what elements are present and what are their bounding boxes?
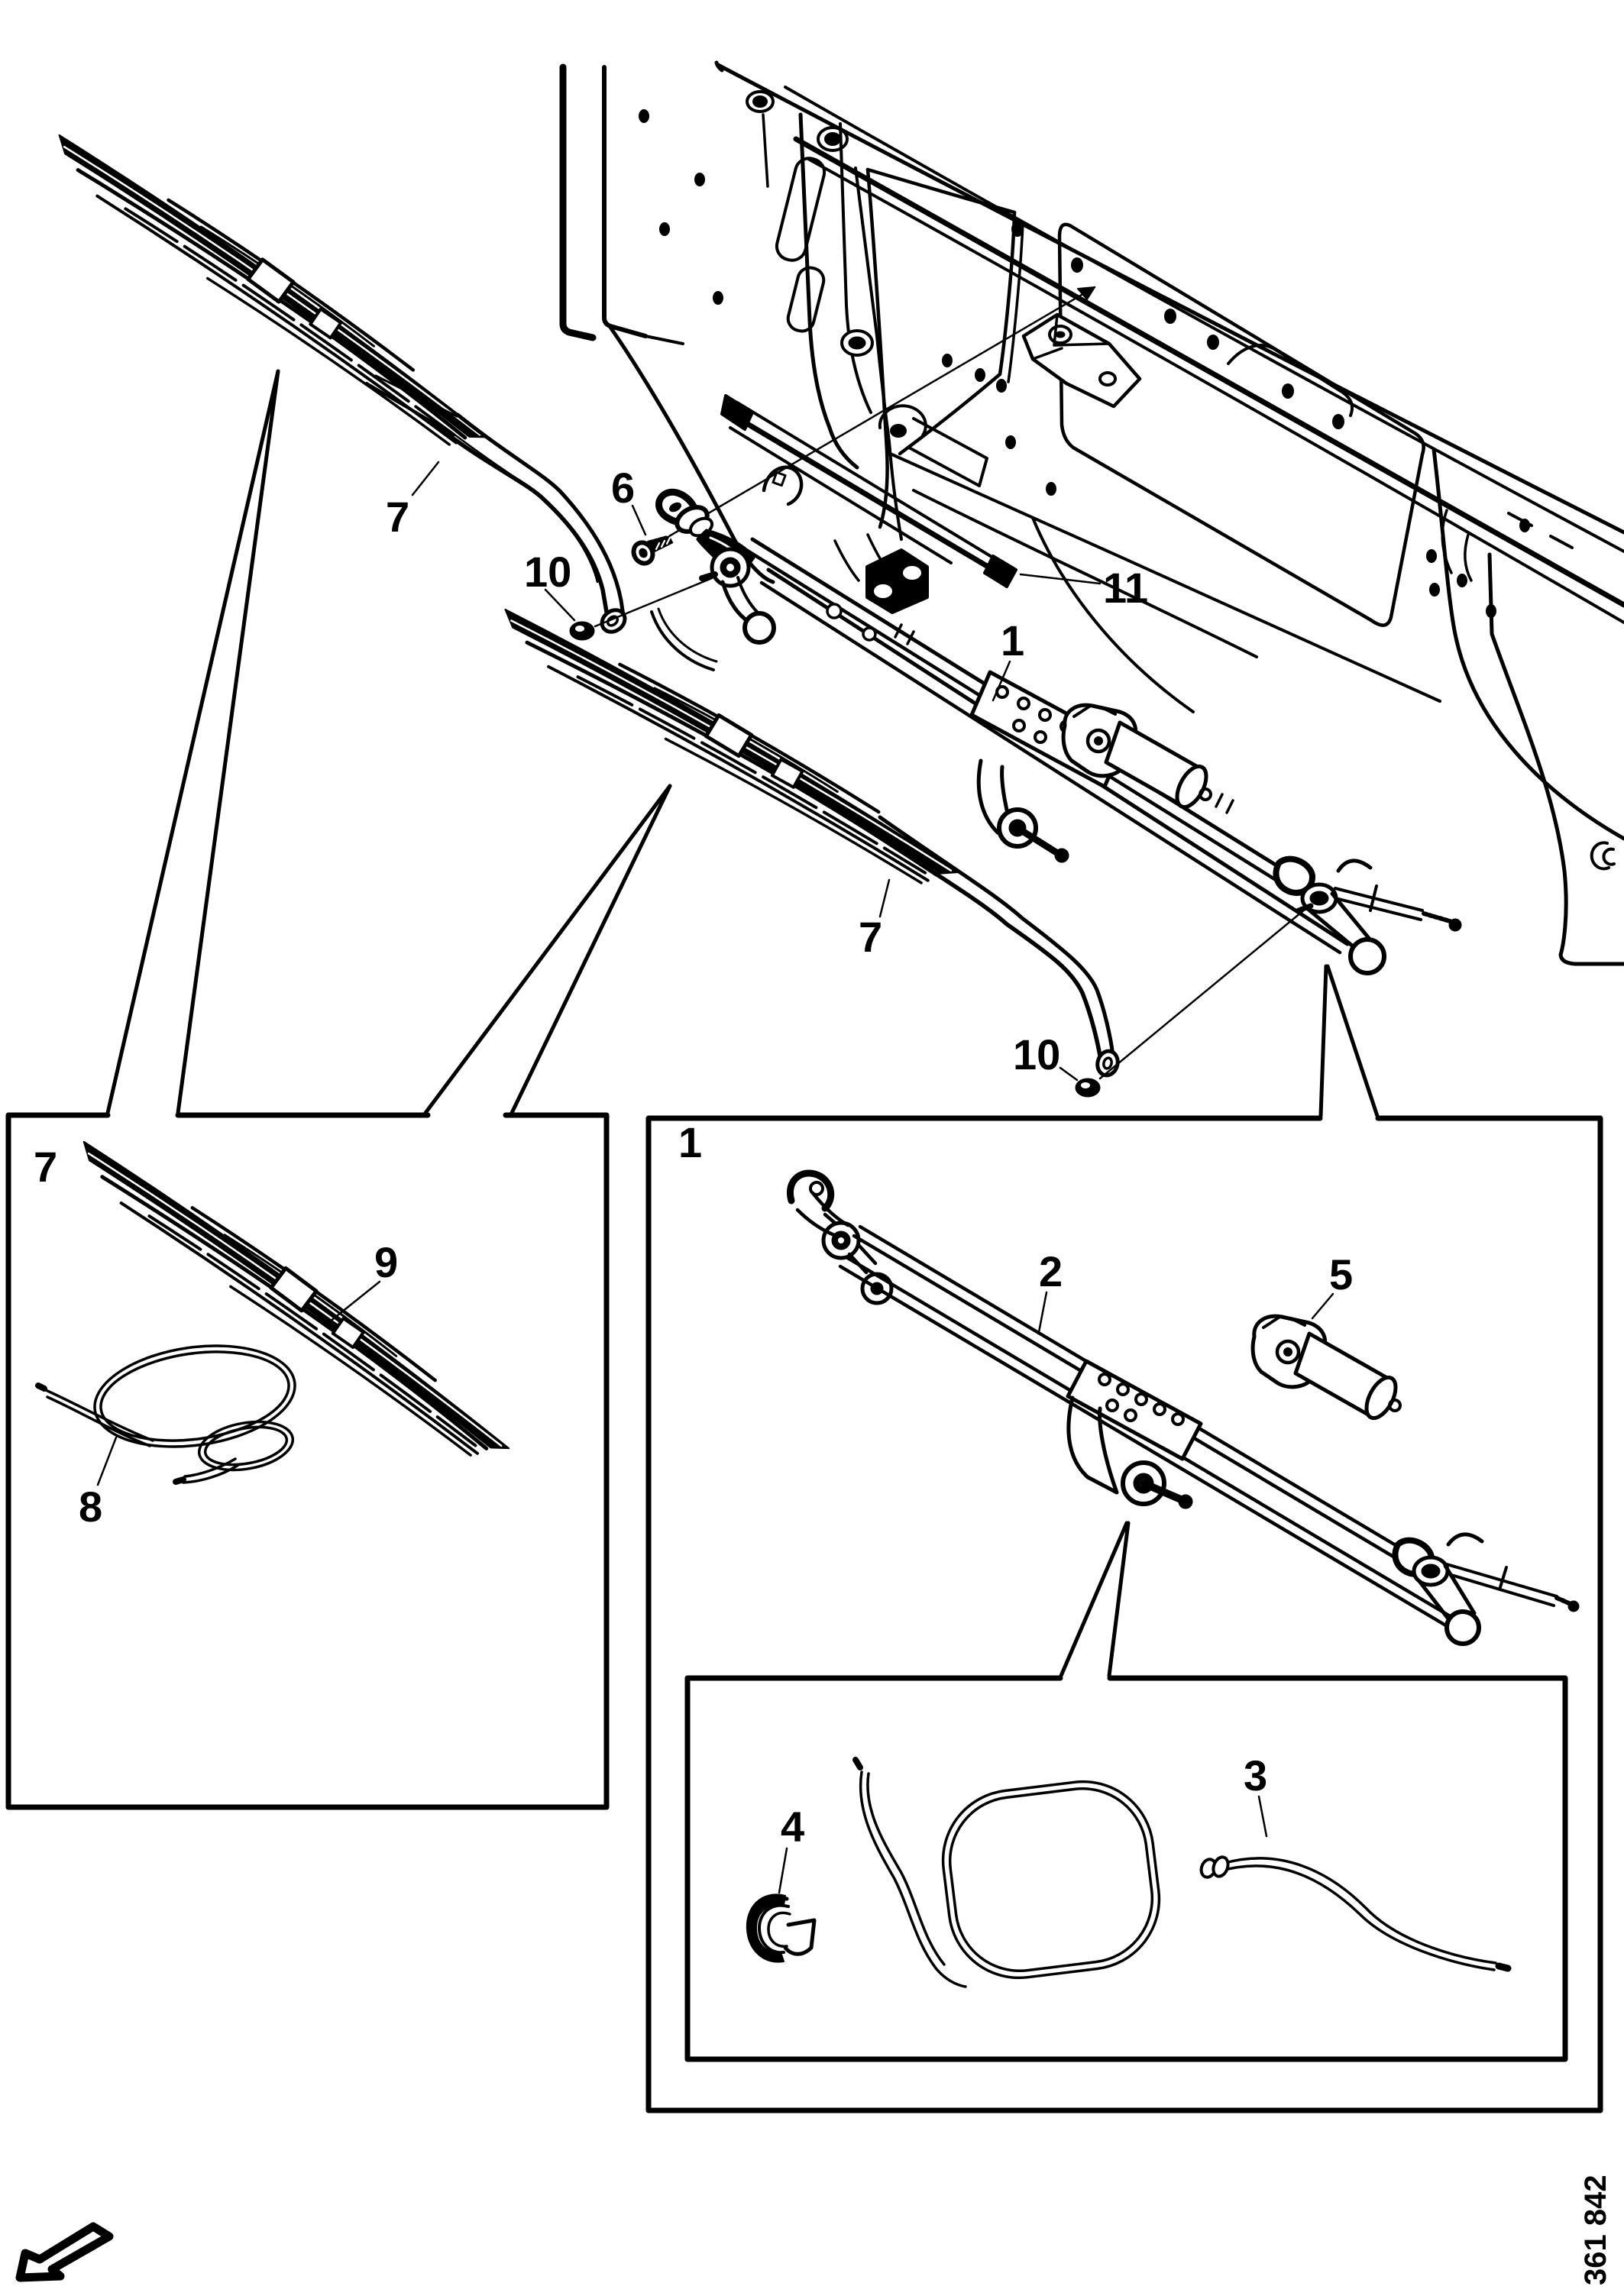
svg-text:8: 8 [79,1483,102,1531]
svg-text:7: 7 [859,913,882,961]
svg-text:3: 3 [1244,1751,1267,1800]
svg-text:361 842: 361 842 [1579,2175,1613,2285]
svg-text:7: 7 [34,1143,57,1191]
svg-text:11: 11 [1103,564,1148,612]
svg-text:2: 2 [1039,1247,1063,1295]
svg-text:10: 10 [524,548,571,596]
svg-text:5: 5 [1329,1250,1353,1298]
svg-text:10: 10 [1013,1030,1060,1078]
svg-text:4: 4 [781,1803,804,1851]
svg-text:1: 1 [1001,616,1024,665]
svg-text:7: 7 [386,493,409,541]
svg-text:1: 1 [678,1118,702,1166]
svg-text:6: 6 [611,464,635,512]
svg-text:9: 9 [374,1238,398,1286]
